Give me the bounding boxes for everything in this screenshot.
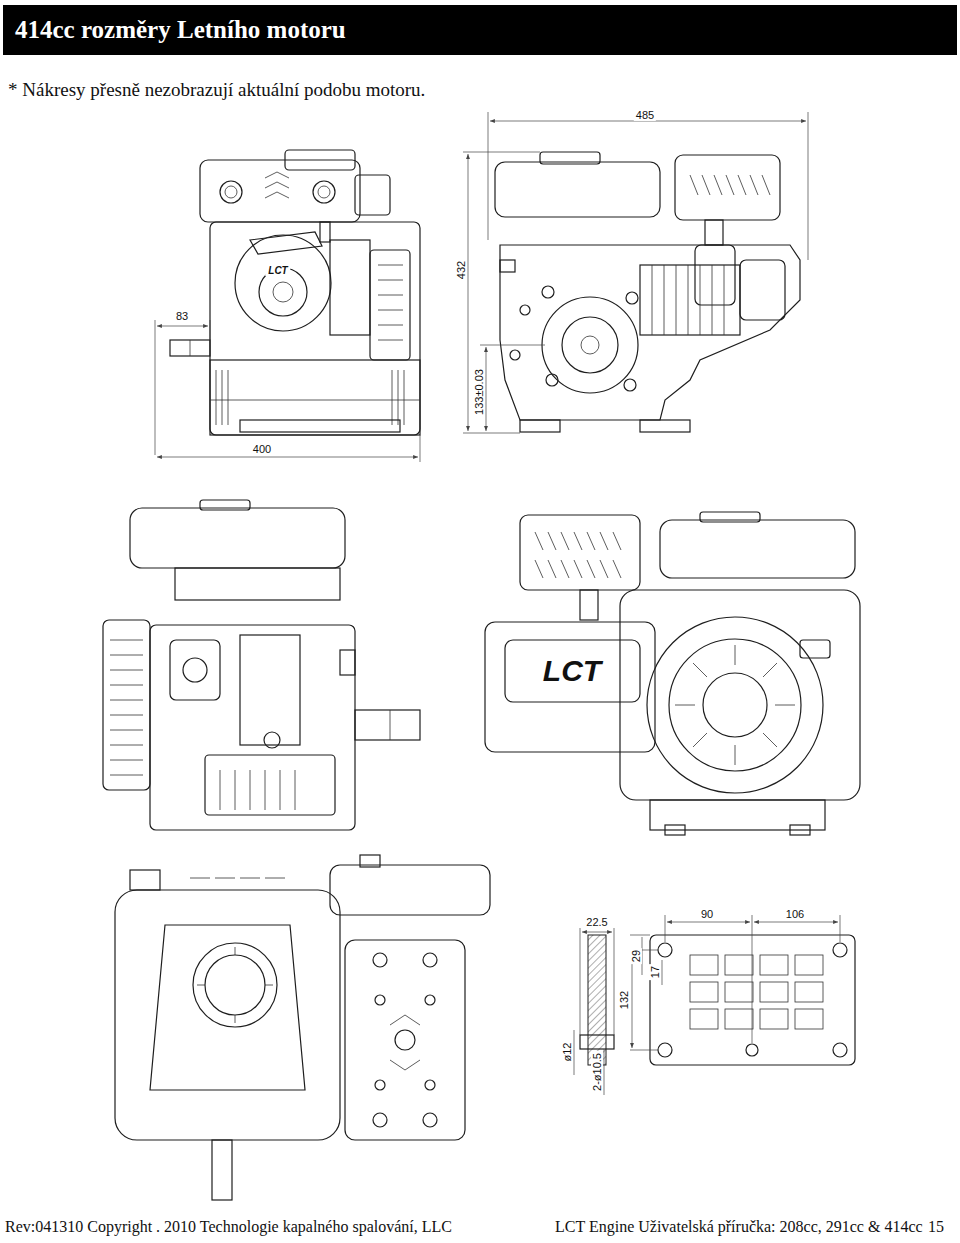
- left-side-view: [103, 500, 420, 830]
- dimension: 2-ø10.5: [591, 1051, 603, 1093]
- dimension: 29: [630, 948, 642, 964]
- dimension: 22.5: [584, 916, 609, 928]
- dimension: 133±0.03: [473, 367, 485, 417]
- dimension: 400: [251, 443, 273, 455]
- brand-logo: LCT: [540, 656, 604, 686]
- brand-logo: LCT: [265, 266, 290, 276]
- dimension: 132: [618, 989, 630, 1011]
- title-bar: 414cc rozměry Letního motoru: [3, 5, 957, 55]
- page-number: 15: [928, 1218, 944, 1236]
- page-title: 414cc rozměry Letního motoru: [15, 16, 346, 44]
- dimension: 90: [699, 908, 715, 920]
- dimension: 432: [455, 259, 467, 281]
- footer-text: Rev:041310 Copyright . 2010 Technologie …: [5, 1218, 452, 1236]
- dimension: 83: [174, 310, 190, 322]
- dimension: 17: [649, 964, 661, 980]
- note: * Nákresy přesně nezobrazují aktuální po…: [8, 79, 425, 101]
- top-view: [115, 855, 490, 1200]
- side-view: [463, 112, 808, 433]
- dimension: 106: [784, 908, 806, 920]
- dimension: 485: [634, 109, 656, 121]
- footer-text: LCT Engine Uživatelská příručka: 208cc, …: [555, 1218, 923, 1236]
- rear-view: [485, 512, 860, 835]
- base-plate: [574, 915, 855, 1095]
- front-view: [155, 150, 420, 462]
- dimension: ø12: [561, 1041, 573, 1064]
